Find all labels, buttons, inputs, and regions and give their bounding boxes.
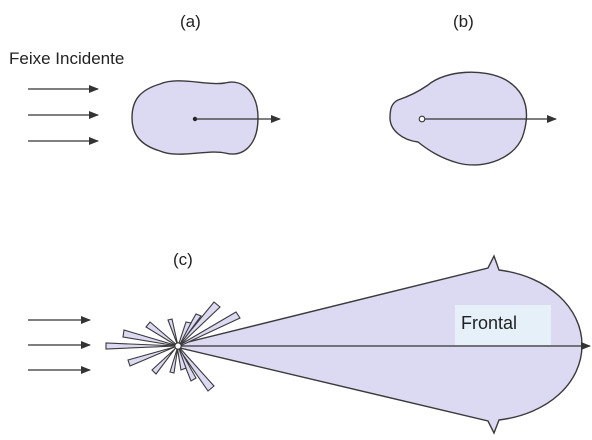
frontal-label: Frontal [461,313,518,333]
incident-arrows-top [28,85,99,145]
label-a: (a) [180,12,201,31]
pattern-a [131,80,281,155]
particle-b [418,115,426,123]
pattern-b [389,71,557,166]
incident-beam-label: Feixe Incidente [9,49,125,68]
frontal-label-box [455,305,551,345]
label-c: (c) [173,250,193,269]
incident-arrows-bottom [28,316,91,374]
label-b: (b) [453,12,474,31]
particle-c [174,342,182,350]
pattern-c [105,254,591,435]
